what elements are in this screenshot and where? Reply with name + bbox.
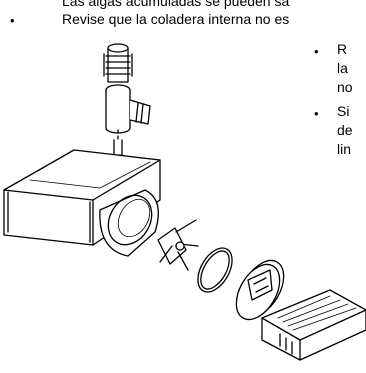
bullet-mark: •: [10, 13, 15, 28]
text-line-algas: Las algas acumuladas se pueden sa: [62, 0, 290, 9]
right-column-text: de: [337, 122, 353, 138]
o-ring: [197, 247, 233, 293]
text-line-coladera: Revise que la coladera interna no es: [62, 11, 290, 27]
bullet-mark: •: [314, 106, 319, 121]
flow-valve: [105, 84, 151, 134]
right-column-text: no: [337, 79, 353, 95]
impeller: [157, 219, 199, 271]
bullet-mark: •: [314, 44, 319, 59]
nozzle-fitting: [103, 43, 133, 83]
right-column-text: R: [337, 41, 348, 57]
right-column-text: lin: [337, 141, 352, 157]
right-column-text: Si: [337, 103, 350, 119]
strainer-cage: [261, 289, 366, 361]
motor-housing: [3, 149, 161, 257]
front-cover: [235, 259, 285, 321]
right-column-text: la: [337, 60, 348, 76]
